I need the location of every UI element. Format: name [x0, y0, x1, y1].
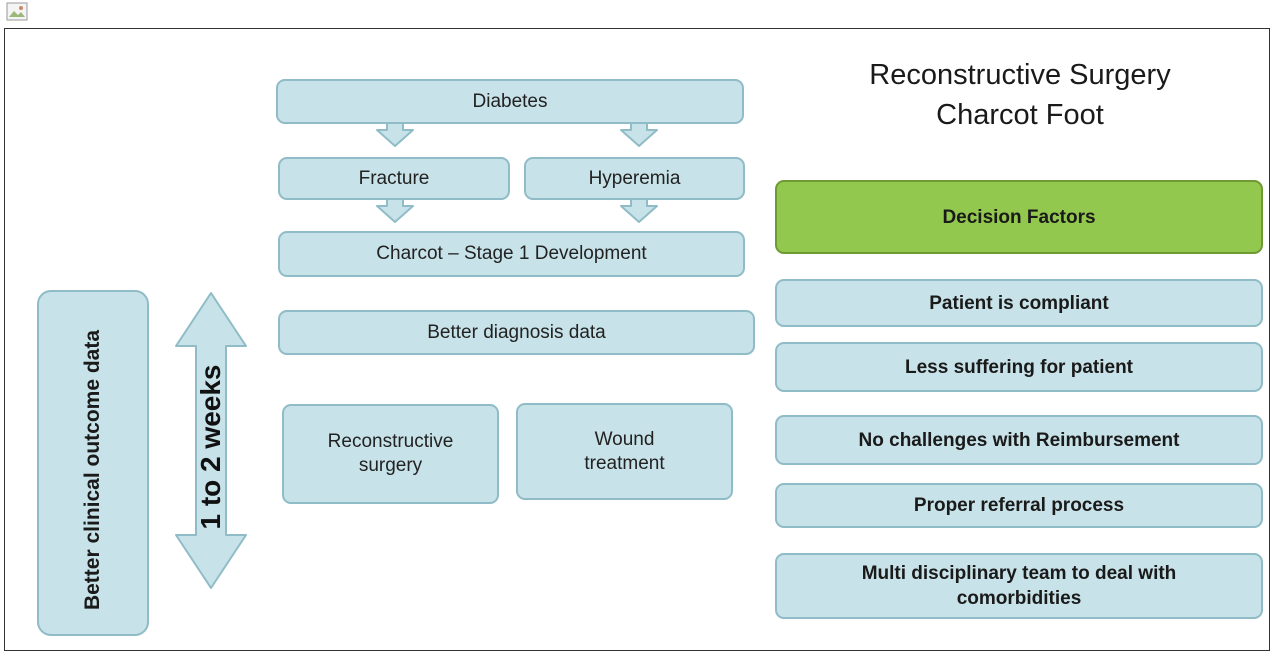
factor-item: Proper referral process: [775, 483, 1263, 528]
factor-item: Patient is compliant: [775, 279, 1263, 327]
factor-item: Less suffering for patient: [775, 342, 1263, 392]
timeline-label: 1 to 2 weeks: [195, 364, 226, 530]
wound-treatment-box: Wound treatment: [516, 403, 733, 500]
title-line-2: Charcot Foot: [936, 99, 1104, 131]
decision-factors-header: Decision Factors: [775, 180, 1263, 254]
down-arrow-icon: [620, 120, 658, 147]
factor-item: No challenges with Reimbursement: [775, 415, 1263, 465]
diabetes-box: Diabetes: [276, 79, 744, 124]
diagram-title: Reconstructive Surgery Charcot Foot: [790, 55, 1250, 135]
diagnosis-box: Better diagnosis data: [278, 310, 755, 355]
reconstructive-surgery-box: Reconstructive surgery: [282, 404, 499, 504]
double-vertical-arrow-icon: [175, 292, 247, 589]
diagram-frame: [4, 28, 1270, 651]
down-arrow-icon: [376, 120, 414, 147]
broken-image-icon: [6, 2, 28, 21]
hyperemia-box: Hyperemia: [524, 157, 745, 200]
outcome-box: [37, 290, 149, 636]
outcome-label: Better clinical outcome data: [81, 329, 104, 611]
fracture-box: Fracture: [278, 157, 510, 200]
factor-item: Multi disciplinary team to deal with com…: [775, 553, 1263, 619]
title-line-1: Reconstructive Surgery: [869, 59, 1171, 91]
charcot-box: Charcot – Stage 1 Development: [278, 231, 745, 277]
